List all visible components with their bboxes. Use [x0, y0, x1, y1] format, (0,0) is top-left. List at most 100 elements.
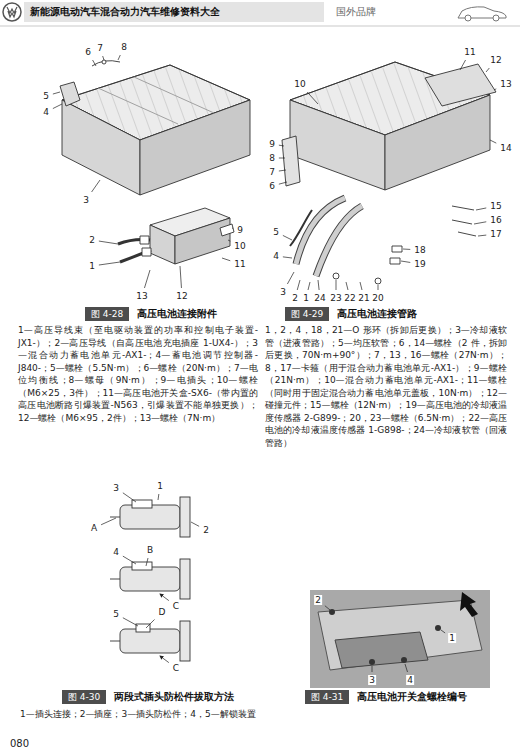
leader-line [441, 630, 445, 633]
callout-number: 1 [156, 481, 164, 491]
figure-number: 图 4-29 [285, 307, 329, 321]
figure-title: 高压电池开关盒螺栓编号 [357, 690, 467, 704]
leader-line [346, 282, 348, 290]
figure-title: 高压电池连接附件 [137, 307, 217, 321]
leader-line [279, 182, 287, 184]
leader-line [160, 594, 169, 601]
figure-number: 图 4-28 [85, 307, 129, 321]
leader-line [279, 145, 284, 147]
leader-line [360, 282, 362, 290]
leader-line [146, 558, 148, 566]
leader-line [378, 285, 379, 290]
figure-caption: 图 4-28 高压电池连接附件 [85, 307, 217, 321]
leader-line [53, 92, 60, 94]
leader-line [283, 235, 292, 240]
callout-number: 5 [272, 227, 280, 237]
callout-number: 4 [406, 675, 414, 685]
leader-line [318, 280, 319, 290]
callout-number: 3 [279, 287, 287, 297]
legend-text: 1—高压导线束（至电驱动装置的功率和控制电子装置-JX1-）；2—高压导线（自高… [18, 324, 258, 424]
callout-number: 3 [368, 675, 376, 685]
leader-line [476, 208, 486, 210]
callout-number: 12 [489, 55, 502, 65]
leader-line [101, 518, 116, 525]
callout-number: D [158, 607, 167, 617]
leader-line [486, 68, 489, 72]
page-number: 080 [10, 738, 29, 751]
callout-number: 6 [268, 181, 276, 191]
callout-number: 4 [272, 251, 280, 261]
leader-line [146, 619, 155, 628]
leader-line [123, 556, 136, 564]
callout-number: 24 [313, 293, 326, 303]
callout-number: 12 [175, 291, 188, 301]
callout-number: 4 [42, 107, 50, 117]
callout-number: 2 [314, 595, 322, 605]
callout-number: 13 [135, 291, 148, 301]
leader-line [123, 493, 136, 502]
callout-number: 8 [268, 153, 276, 163]
leader-line [279, 158, 285, 159]
leader-line [403, 249, 410, 250]
leader-line [307, 92, 318, 104]
callout-number: B [146, 545, 154, 555]
callout-number: 2 [202, 525, 210, 535]
figure-caption: 图 4-29高压电池连接管路 [285, 307, 417, 321]
callout-number: 7 [96, 43, 104, 53]
figure-number: 图 4-31 [305, 690, 349, 704]
leader-line [308, 282, 310, 290]
leader-line [93, 60, 96, 66]
figure-caption: 图 4-30两段式插头防松件拔取方法 [62, 690, 234, 704]
brand-label: 国外品牌 [336, 6, 376, 19]
header [0, 2, 520, 26]
callout-number: 9 [268, 139, 276, 149]
callout-number: 13 [499, 79, 512, 89]
callout-number: 19 [413, 259, 426, 269]
callout-number: 5 [42, 91, 50, 101]
callout-number: C [172, 663, 180, 673]
plug-connector [110, 497, 190, 661]
leader-line [474, 222, 486, 224]
leader-line [401, 261, 410, 262]
leader-line [160, 656, 169, 663]
callout-number: C [172, 601, 180, 611]
leader-line [494, 89, 496, 90]
leader-line [228, 240, 230, 241]
leader-line [99, 241, 118, 244]
callout-number: 1 [302, 293, 310, 303]
callout-number: 1 [88, 261, 96, 271]
battery-unit [282, 62, 496, 284]
leader-line [180, 266, 181, 288]
leader-line [372, 666, 373, 672]
callout-number: 20 [371, 293, 384, 303]
callout-number: 23 [329, 293, 342, 303]
callout-number: 8 [120, 42, 128, 52]
leader-line [279, 170, 286, 171]
leader-line [144, 270, 150, 288]
leader-line [103, 56, 104, 60]
callout-number: 21 [357, 293, 370, 303]
leader-line [287, 272, 294, 284]
leader-line [405, 664, 408, 672]
callout-number: 7 [268, 167, 276, 177]
leader-line [222, 258, 230, 261]
callout-number: 22 [343, 293, 356, 303]
legend-text: 1，2，4，18，21—O 形环（拆卸后更换）；3—冷却液软管（进液管路）；5—… [265, 324, 507, 449]
callout-number: 2 [291, 293, 299, 303]
callout-number: 9 [236, 225, 244, 235]
callout-number: 2 [88, 235, 96, 245]
leader-line [232, 228, 233, 229]
leader-line [92, 180, 100, 192]
callout-number: A [90, 523, 98, 533]
switch-box [118, 208, 234, 264]
leader-line [158, 494, 160, 500]
callout-number: 18 [413, 245, 426, 255]
leader-line [191, 522, 199, 526]
callout-number: 5 [112, 609, 120, 619]
legend-text: 1—插头连接；2—插座；3—插头防松件；4，5—解锁装置 [20, 708, 270, 721]
leader-line [460, 60, 466, 70]
leader-line [297, 280, 300, 290]
leader-line [283, 257, 292, 258]
leader-line [99, 262, 120, 265]
callout-number: 6 [84, 47, 92, 57]
